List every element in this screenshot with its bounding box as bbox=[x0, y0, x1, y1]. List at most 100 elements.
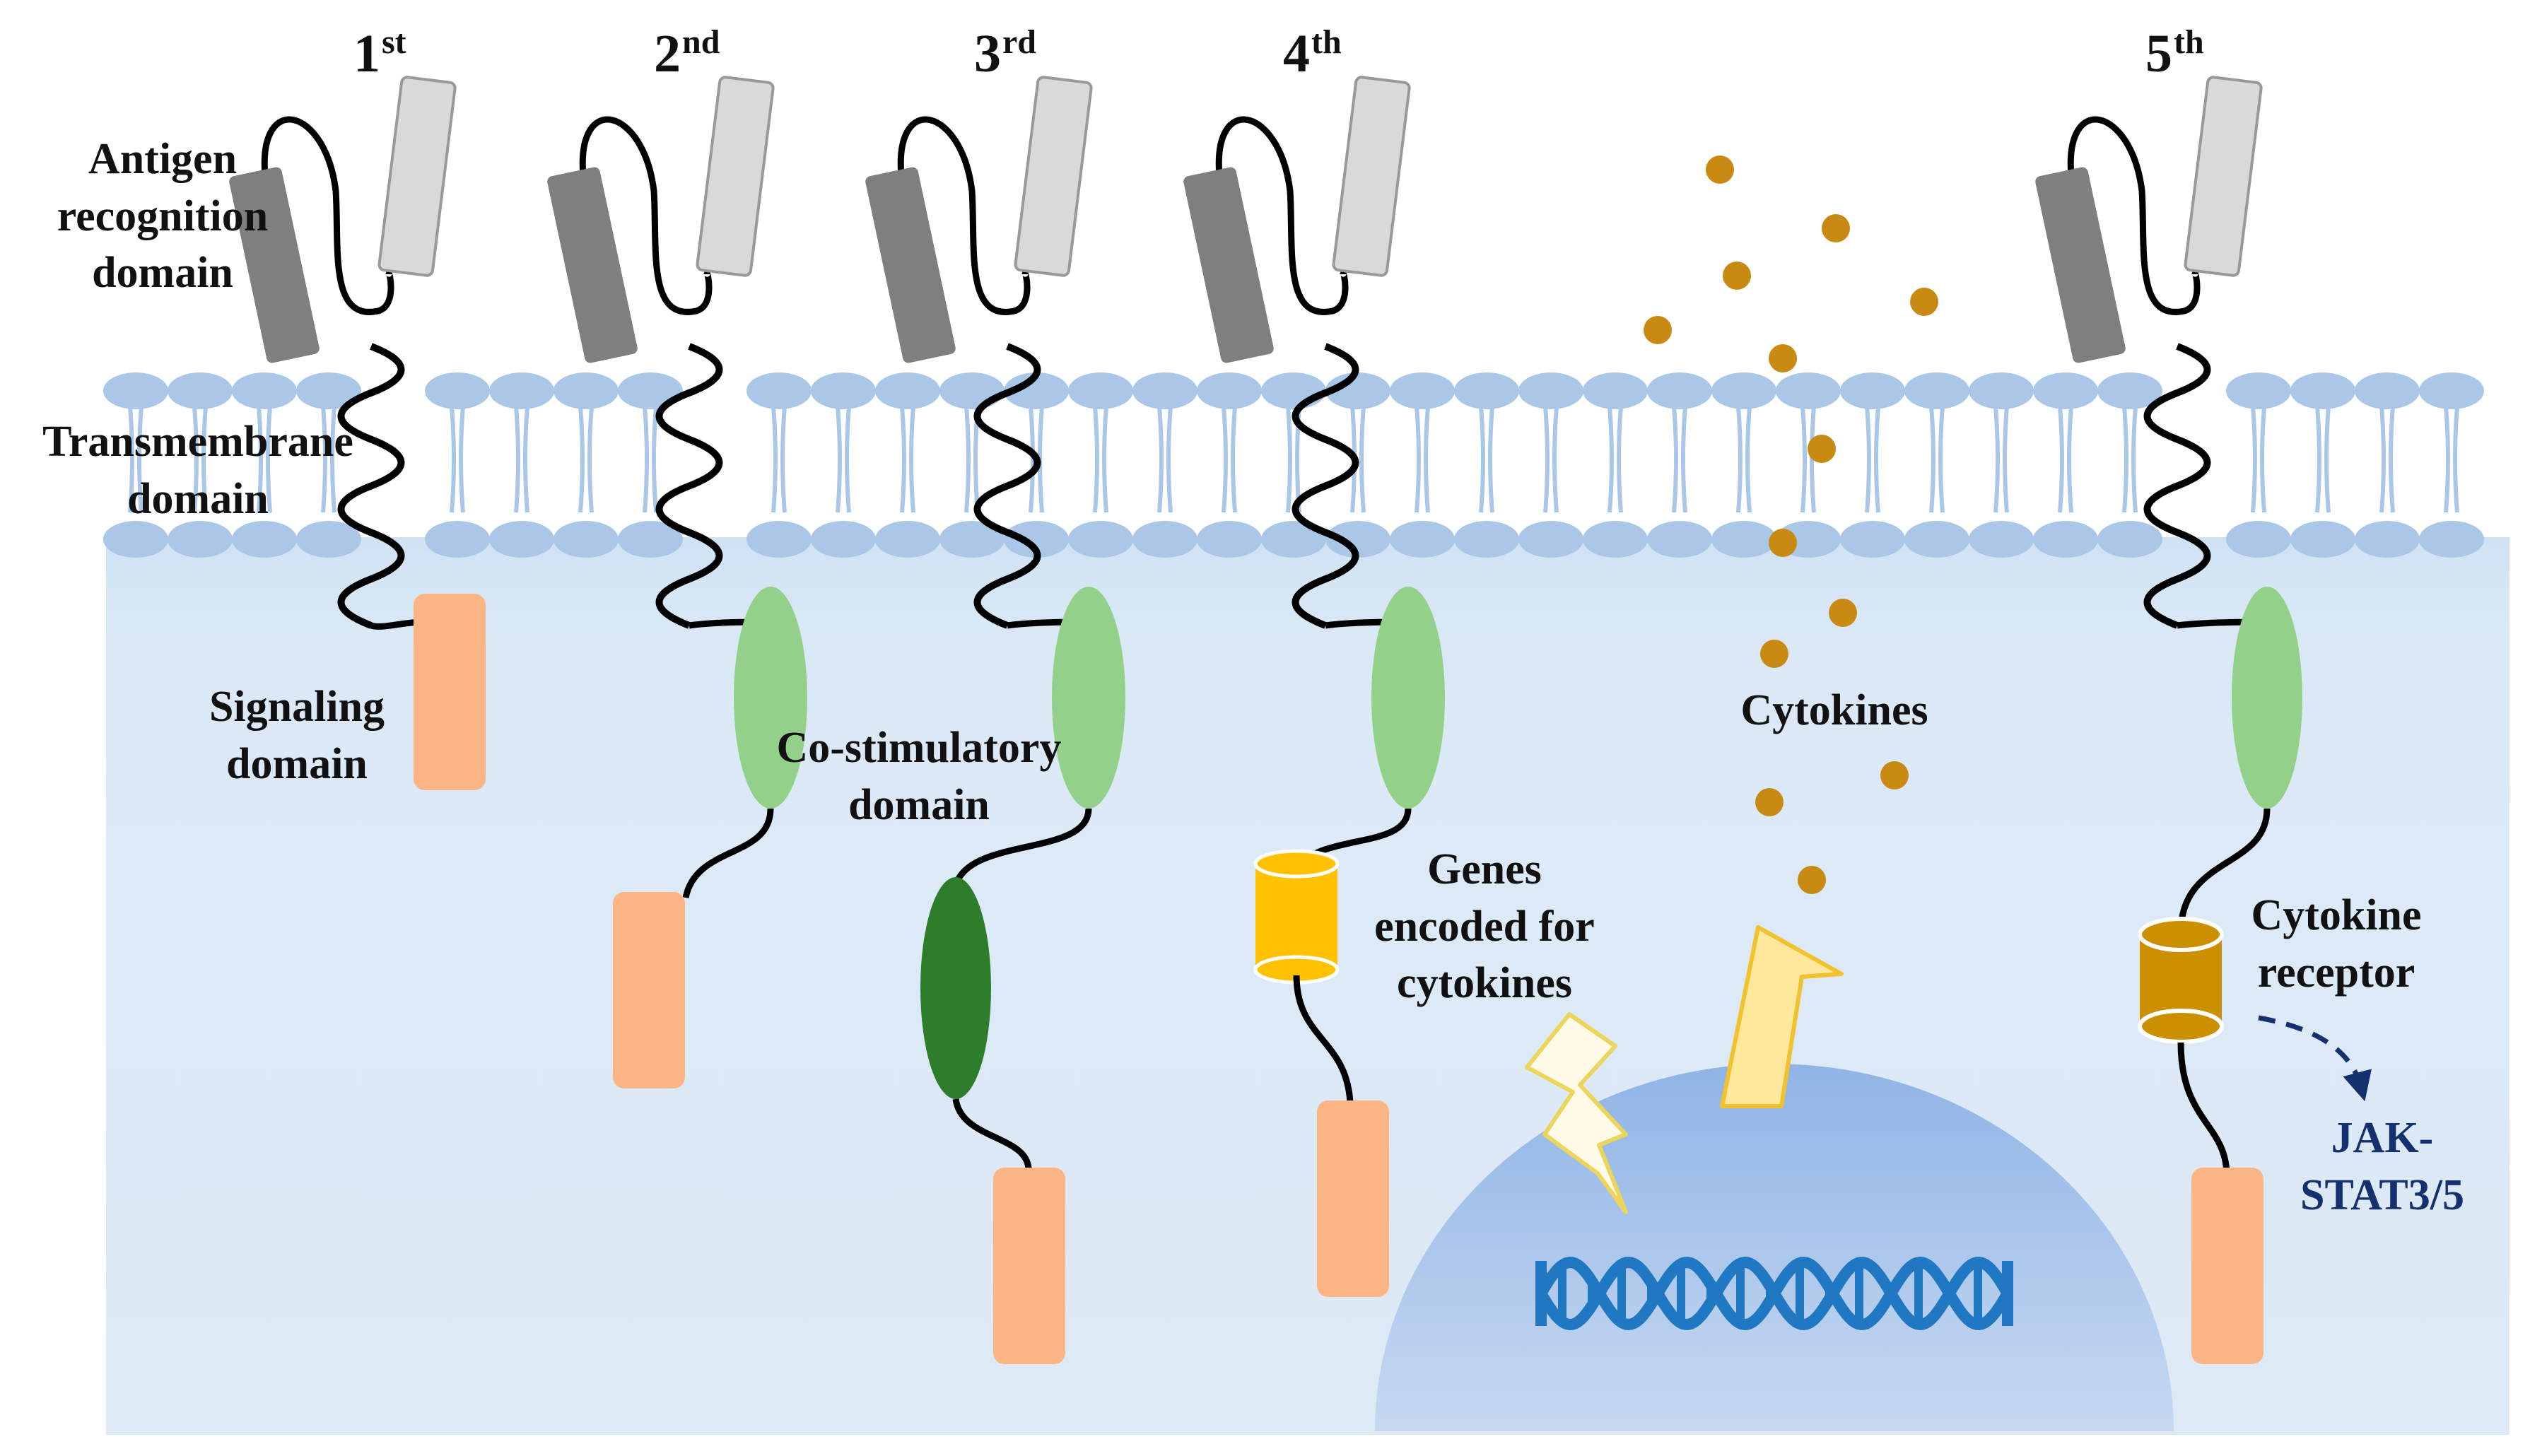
lipid-head bbox=[1261, 372, 1326, 409]
generation-1-label: 1st bbox=[353, 23, 406, 83]
lipid-tail bbox=[1415, 406, 1430, 513]
lipid-tail bbox=[321, 406, 336, 513]
lipid-tail bbox=[192, 406, 208, 513]
cytokine-dot bbox=[1910, 288, 1938, 316]
lipid-tail bbox=[1865, 406, 1880, 513]
lipid-head bbox=[1068, 372, 1133, 409]
lipid-tail bbox=[900, 406, 915, 513]
costimulatory-domain bbox=[2232, 587, 2302, 809]
lipid-head bbox=[1518, 521, 1583, 558]
dna-strand bbox=[1536, 1256, 2013, 1331]
lipid-head bbox=[1647, 521, 1712, 558]
lipid-head bbox=[1197, 521, 1262, 558]
cytokine-dot bbox=[1829, 599, 1857, 627]
gene-cylinder-top bbox=[1253, 849, 1340, 879]
lipid-tail bbox=[1607, 406, 1623, 513]
antigen-heavy-chain bbox=[229, 167, 320, 363]
lipid-head bbox=[168, 372, 233, 409]
antigen-light-chain bbox=[1332, 76, 1411, 277]
generation-4-label: 4th bbox=[1283, 23, 1342, 83]
lipid-tail bbox=[450, 406, 465, 513]
antigen-linker bbox=[1215, 116, 1349, 315]
lipid-head bbox=[2419, 521, 2484, 558]
costimulatory-domain bbox=[734, 587, 807, 809]
lipid-head bbox=[1647, 372, 1712, 409]
cytokine-dot bbox=[1755, 788, 1784, 816]
lipid-head bbox=[1390, 372, 1455, 409]
signaling-domain bbox=[2191, 1168, 2263, 1364]
cytokine-dot bbox=[1798, 866, 1826, 894]
antigen-heavy-chain bbox=[1183, 167, 1274, 363]
lipid-head bbox=[1840, 372, 1905, 409]
cytokine-dot bbox=[1769, 529, 1797, 557]
lipid-head bbox=[2226, 372, 2291, 409]
lipid-tail bbox=[128, 406, 144, 513]
lipid-tail bbox=[1929, 406, 1945, 513]
car-receptors bbox=[229, 76, 2302, 1364]
intracellular-linker bbox=[2177, 1042, 2230, 1174]
lipid-head bbox=[168, 521, 233, 558]
lipid-head bbox=[1390, 521, 1455, 558]
second-costimulatory-domain bbox=[920, 877, 991, 1099]
lipid-tail bbox=[1543, 406, 1559, 513]
lipid-tail bbox=[514, 406, 529, 513]
lipid-head bbox=[1261, 521, 1326, 558]
cytokine-dot bbox=[1880, 761, 1909, 789]
dna-helix-icon bbox=[1535, 1256, 2013, 1331]
cytokine-dot bbox=[1760, 640, 1788, 668]
car-generation-5 bbox=[2035, 76, 2302, 1364]
antigen-light-chain bbox=[696, 76, 775, 277]
lipid-head bbox=[746, 521, 812, 558]
lipid-head bbox=[1132, 521, 1197, 558]
jak-stat-arrow bbox=[2258, 1015, 2372, 1102]
lipid-bilayer bbox=[103, 372, 2484, 558]
intracellular-linker bbox=[952, 1098, 1032, 1174]
lipid-head bbox=[1325, 521, 1390, 558]
transmembrane-coil bbox=[337, 343, 405, 629]
antigen-light-chain bbox=[377, 76, 457, 277]
lipid-tail bbox=[578, 406, 594, 513]
signaling-domain bbox=[1317, 1100, 1389, 1297]
lipid-tail bbox=[1479, 406, 1494, 513]
car-generation-4 bbox=[1183, 76, 1445, 1297]
lipid-tail bbox=[2058, 406, 2073, 513]
lipid-tail bbox=[1222, 406, 1237, 513]
lipid-tail bbox=[1736, 406, 1752, 513]
lipid-head bbox=[1518, 372, 1583, 409]
lipid-head bbox=[746, 372, 812, 409]
lipid-tail bbox=[2444, 406, 2459, 513]
antigen-light-chain bbox=[1014, 76, 1093, 277]
generation-5-label: 5th bbox=[2145, 23, 2204, 83]
lipid-head bbox=[489, 372, 554, 409]
lipid-head bbox=[2033, 521, 2098, 558]
lipid-head bbox=[554, 372, 619, 409]
lipid-head bbox=[875, 521, 940, 558]
lipid-head bbox=[875, 372, 940, 409]
lipid-head bbox=[1711, 521, 1776, 558]
lipid-head bbox=[1004, 372, 1069, 409]
lipid-head bbox=[425, 521, 490, 558]
car-generation-1 bbox=[229, 76, 486, 790]
generation-3-label: 3rd bbox=[974, 23, 1036, 83]
intracellular-linker bbox=[954, 808, 1092, 882]
antigen-linker bbox=[2067, 116, 2201, 315]
lipid-head bbox=[425, 372, 490, 409]
lipid-tail bbox=[1672, 406, 1687, 513]
gene-cylinder-body bbox=[1255, 864, 1337, 970]
lipid-tail bbox=[1093, 406, 1108, 513]
lipid-head bbox=[554, 521, 619, 558]
antigen-linker bbox=[579, 116, 713, 315]
lipid-head bbox=[1583, 372, 1648, 409]
lipid-head bbox=[296, 372, 361, 409]
cytokine-dot bbox=[1808, 435, 1836, 463]
lipid-tail bbox=[2379, 406, 2395, 513]
lipid-head bbox=[2355, 521, 2420, 558]
lipid-head bbox=[811, 521, 876, 558]
signaling-domain bbox=[993, 1168, 1065, 1364]
lipid-head bbox=[1904, 372, 1969, 409]
signaling-domain bbox=[414, 594, 486, 790]
